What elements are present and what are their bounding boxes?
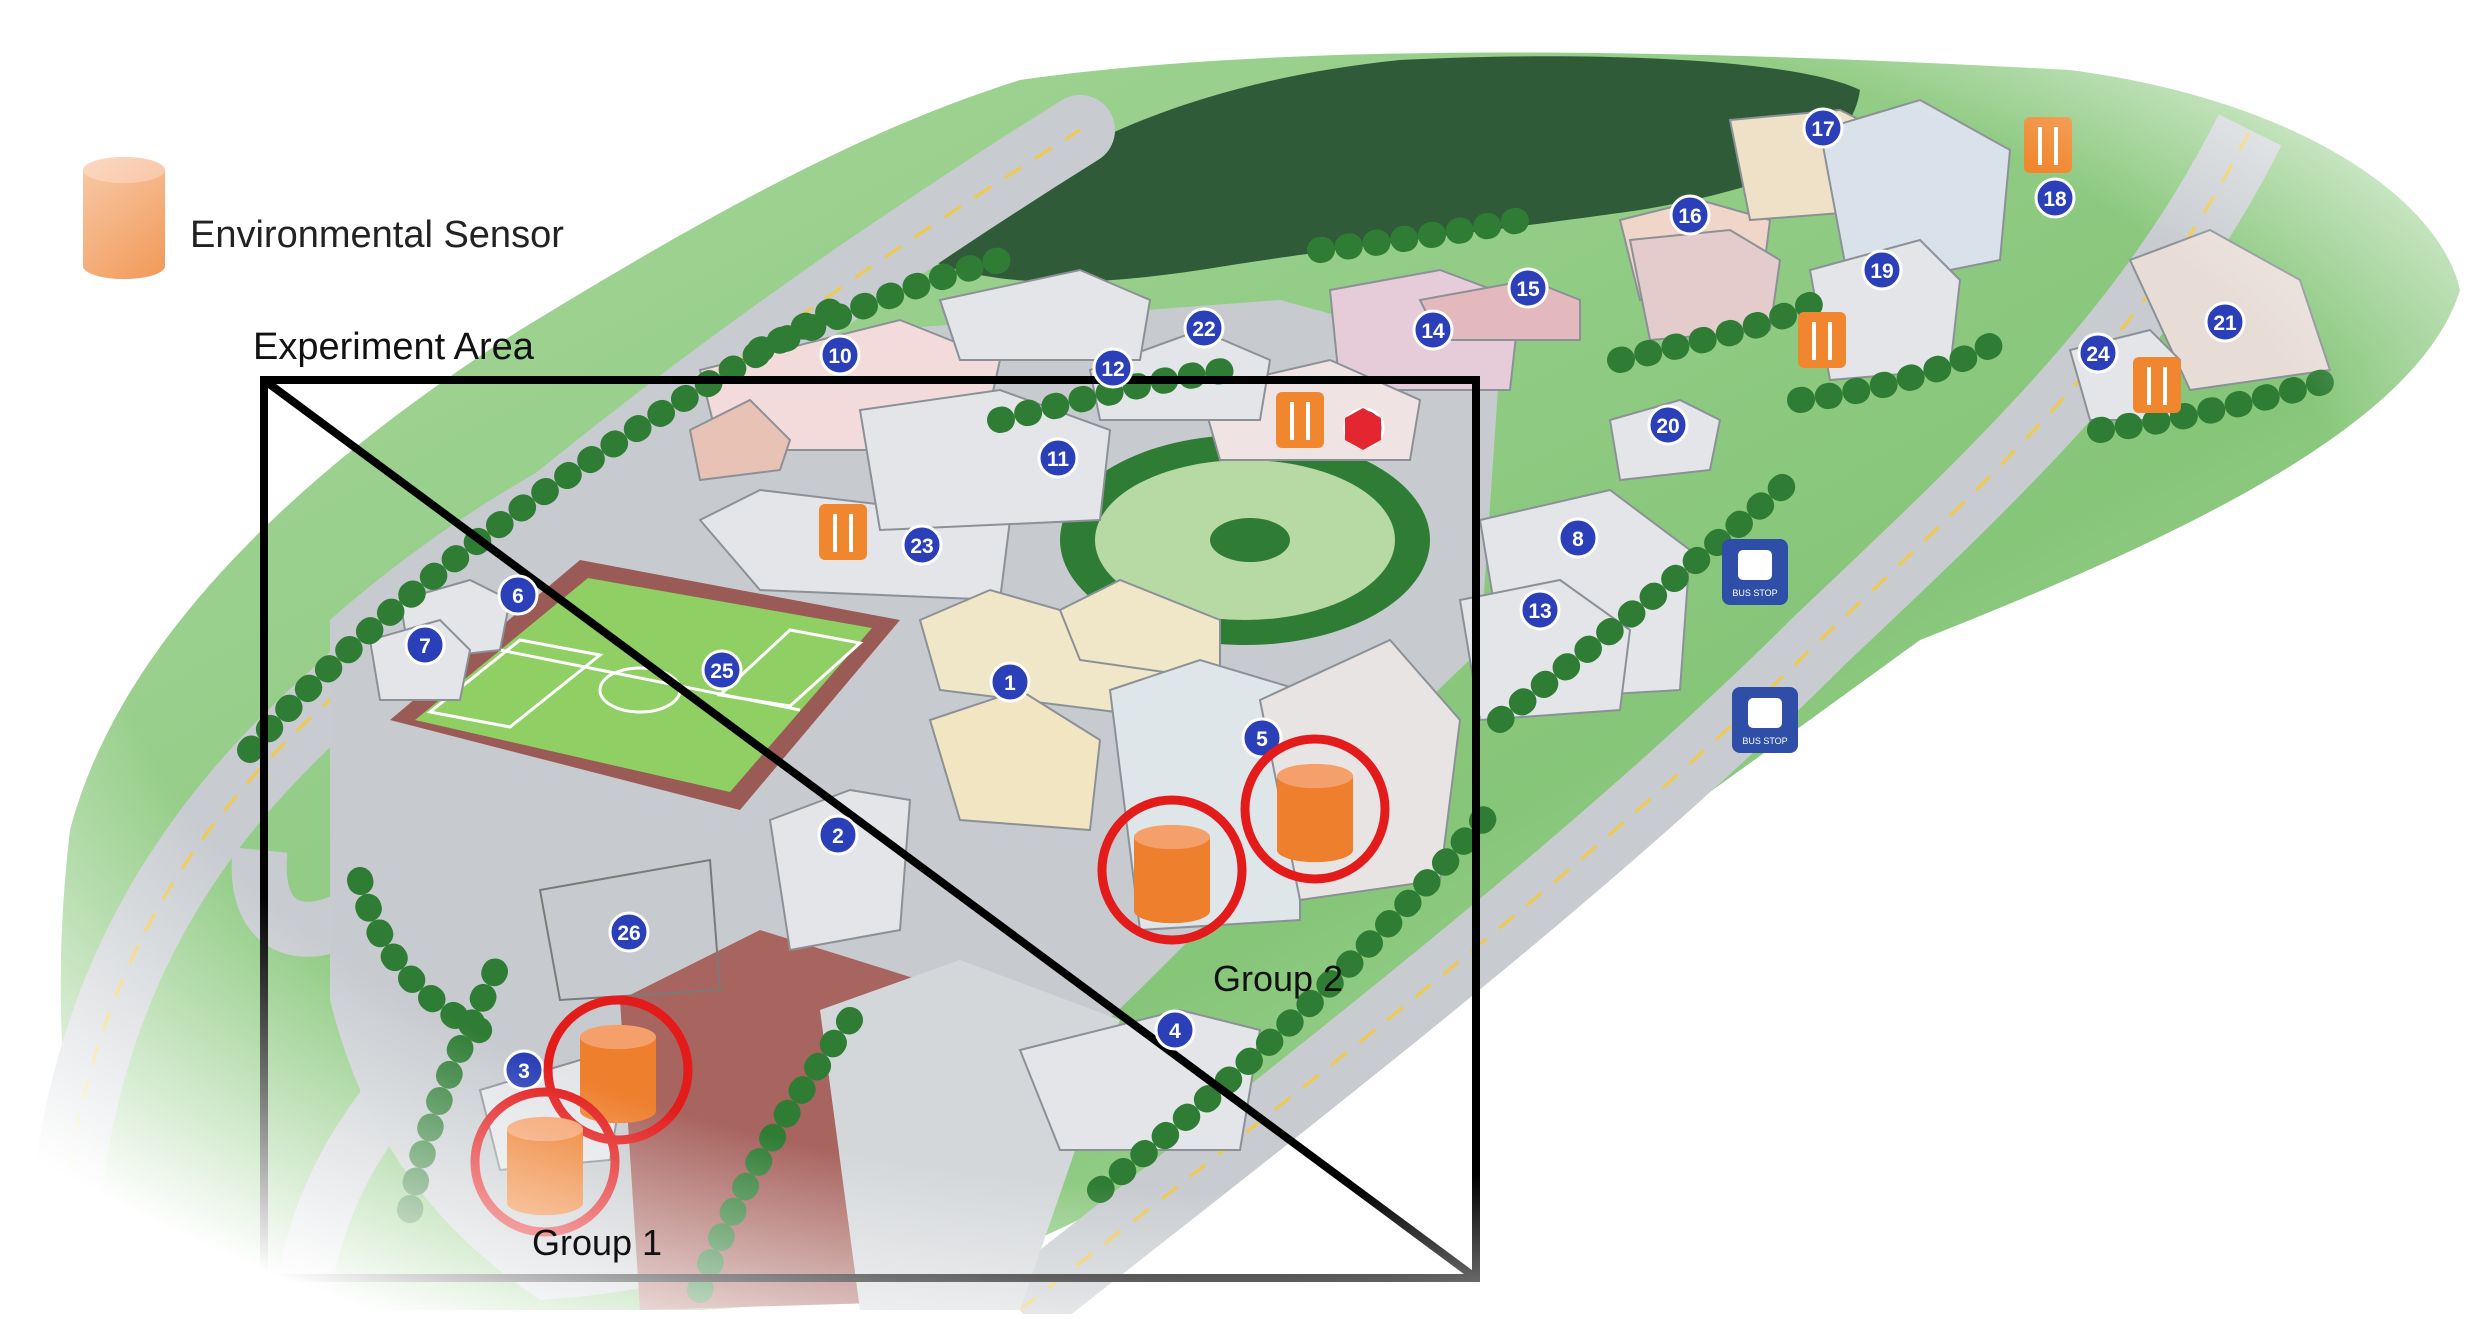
building-marker-15: 15 — [1507, 267, 1549, 309]
bus-stop-icon: BUS STOP — [1732, 687, 1798, 753]
building-number-1: 1 — [1004, 672, 1016, 695]
building-number-14: 14 — [1421, 320, 1445, 343]
building-marker-19: 19 — [1861, 249, 1903, 291]
bus-stop-icon: BUS STOP — [1722, 539, 1788, 605]
building-marker-6: 6 — [497, 574, 539, 616]
orange-cylinder-icon — [83, 156, 165, 280]
building-marker-25: 25 — [701, 649, 743, 691]
experiment-area-title: Experiment Area — [253, 326, 534, 368]
building-number-22: 22 — [1192, 318, 1215, 341]
building-number-26: 26 — [617, 922, 640, 945]
building-number-2: 2 — [832, 825, 844, 848]
building-number-13: 13 — [1528, 600, 1551, 623]
building-number-6: 6 — [512, 585, 524, 608]
building-marker-14: 14 — [1412, 309, 1454, 351]
fork-knife-icon — [819, 504, 867, 560]
building-marker-3: 3 — [503, 1049, 545, 1091]
building-marker-22: 22 — [1183, 307, 1225, 349]
building-number-12: 12 — [1101, 358, 1124, 381]
fork-knife-icon — [1276, 392, 1324, 448]
building-number-15: 15 — [1516, 278, 1540, 301]
building-marker-18: 18 — [2034, 177, 2076, 219]
building-number-19: 19 — [1870, 260, 1893, 283]
building-number-5: 5 — [1256, 728, 1268, 751]
group-1-label: Group 1 — [532, 1222, 663, 1263]
building-number-3: 3 — [518, 1060, 530, 1083]
building-number-16: 16 — [1678, 205, 1701, 228]
building-marker-21: 21 — [2204, 301, 2246, 343]
building-number-17: 17 — [1811, 118, 1834, 141]
building-marker-12: 12 — [1092, 347, 1134, 389]
building-marker-23: 23 — [901, 524, 943, 566]
building-marker-13: 13 — [1519, 589, 1561, 631]
building-marker-7: 7 — [404, 624, 446, 666]
building-marker-16: 16 — [1669, 194, 1711, 236]
environmental-sensor — [507, 1116, 583, 1216]
building-number-8: 8 — [1572, 528, 1584, 551]
building-number-20: 20 — [1656, 415, 1679, 438]
fork-knife-icon — [1798, 312, 1846, 368]
building-marker-17: 17 — [1802, 107, 1844, 149]
fork-knife-icon — [2024, 117, 2072, 173]
fork-knife-icon — [2133, 357, 2181, 413]
building-marker-4: 4 — [1154, 1009, 1196, 1051]
building-number-10: 10 — [828, 345, 851, 368]
legend-label: Environmental Sensor — [190, 214, 564, 256]
building-number-7: 7 — [419, 635, 431, 658]
building-number-4: 4 — [1169, 1020, 1181, 1043]
environmental-sensor — [1134, 824, 1210, 924]
building-marker-8: 8 — [1557, 517, 1599, 559]
building-marker-1: 1 — [989, 661, 1031, 703]
building-marker-2: 2 — [817, 814, 859, 856]
building-number-18: 18 — [2043, 188, 2067, 211]
building-marker-20: 20 — [1647, 404, 1689, 446]
building-number-11: 11 — [1047, 448, 1070, 471]
building-marker-11: 11 — [1037, 437, 1079, 479]
environmental-sensor — [1277, 763, 1353, 863]
group-2-label: Group 2 — [1213, 958, 1344, 999]
building-marker-26: 26 — [608, 911, 650, 953]
building-number-24: 24 — [2086, 343, 2110, 366]
building-marker-24: 24 — [2077, 332, 2119, 374]
legend-sensor-cylinder — [83, 156, 165, 280]
building-number-23: 23 — [910, 535, 933, 558]
bus-stop-label: BUS STOP — [1742, 736, 1787, 746]
building-number-21: 21 — [2213, 312, 2237, 335]
building-marker-10: 10 — [819, 334, 861, 376]
building-number-25: 25 — [710, 660, 734, 683]
bus-stop-label: BUS STOP — [1732, 588, 1777, 598]
